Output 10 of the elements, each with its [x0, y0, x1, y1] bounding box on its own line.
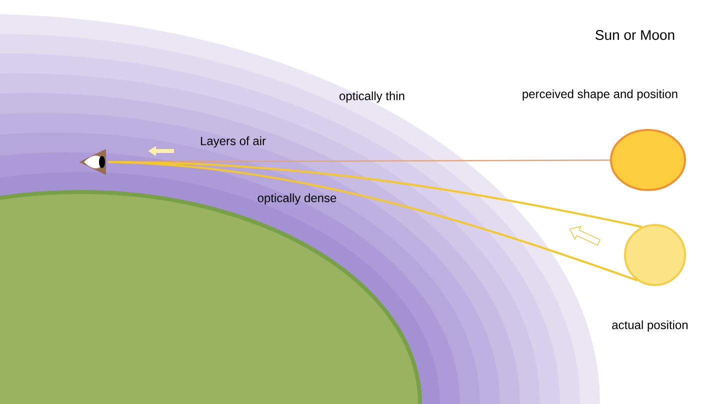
node-label: perceived shape and position	[522, 89, 678, 101]
label: optically dense	[258, 193, 336, 205]
sun-disc	[624, 224, 686, 286]
label: Sun or Moon	[596, 30, 674, 40]
eye-drawing	[79, 149, 106, 175]
label: optically thin	[340, 91, 404, 103]
label: Layers of air	[200, 136, 266, 148]
sun-disc	[610, 129, 686, 191]
node-label: actual position	[612, 320, 688, 332]
light-ray	[108, 161, 638, 282]
